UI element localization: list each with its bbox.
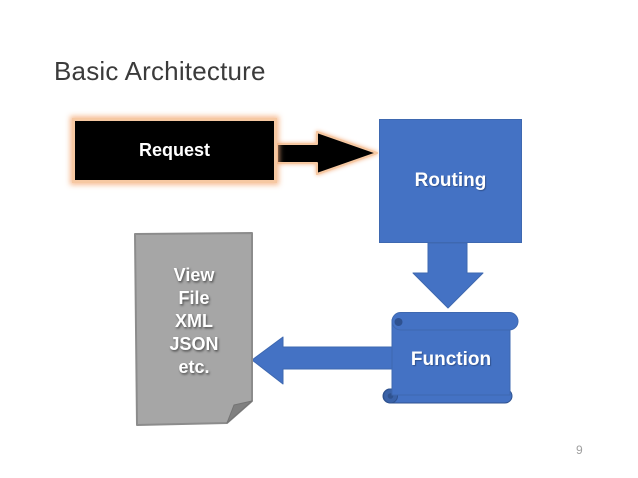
scroll-top-curl-dot [394, 318, 403, 326]
request-label: Request [138, 140, 210, 160]
scroll-body [391, 319, 511, 396]
slide-title: Basic Architecture [54, 56, 266, 86]
slide-page-number: 9 [576, 443, 583, 457]
document-line: XML [175, 311, 213, 331]
routing-box: Routing [379, 119, 522, 243]
function-to-document-arrow-icon [251, 336, 393, 385]
document-shape [134, 232, 253, 426]
request-box: Request [72, 118, 277, 183]
routing-to-function-arrow-icon [412, 242, 484, 309]
scroll-top-roll [391, 312, 519, 331]
document-folded-corner-icon [226, 400, 253, 424]
document-text: View File XML JSON etc. [136, 264, 252, 379]
document-line: View [173, 265, 215, 285]
document-line: JSON [169, 334, 219, 354]
document-line: File [178, 288, 210, 308]
function-label-wrap: Function [392, 349, 510, 371]
document-line: etc. [178, 357, 210, 377]
function-label: Function [410, 349, 492, 370]
routing-label: Routing [414, 170, 487, 191]
function-scroll-shape [382, 312, 519, 404]
request-to-routing-arrow-icon [276, 131, 378, 175]
